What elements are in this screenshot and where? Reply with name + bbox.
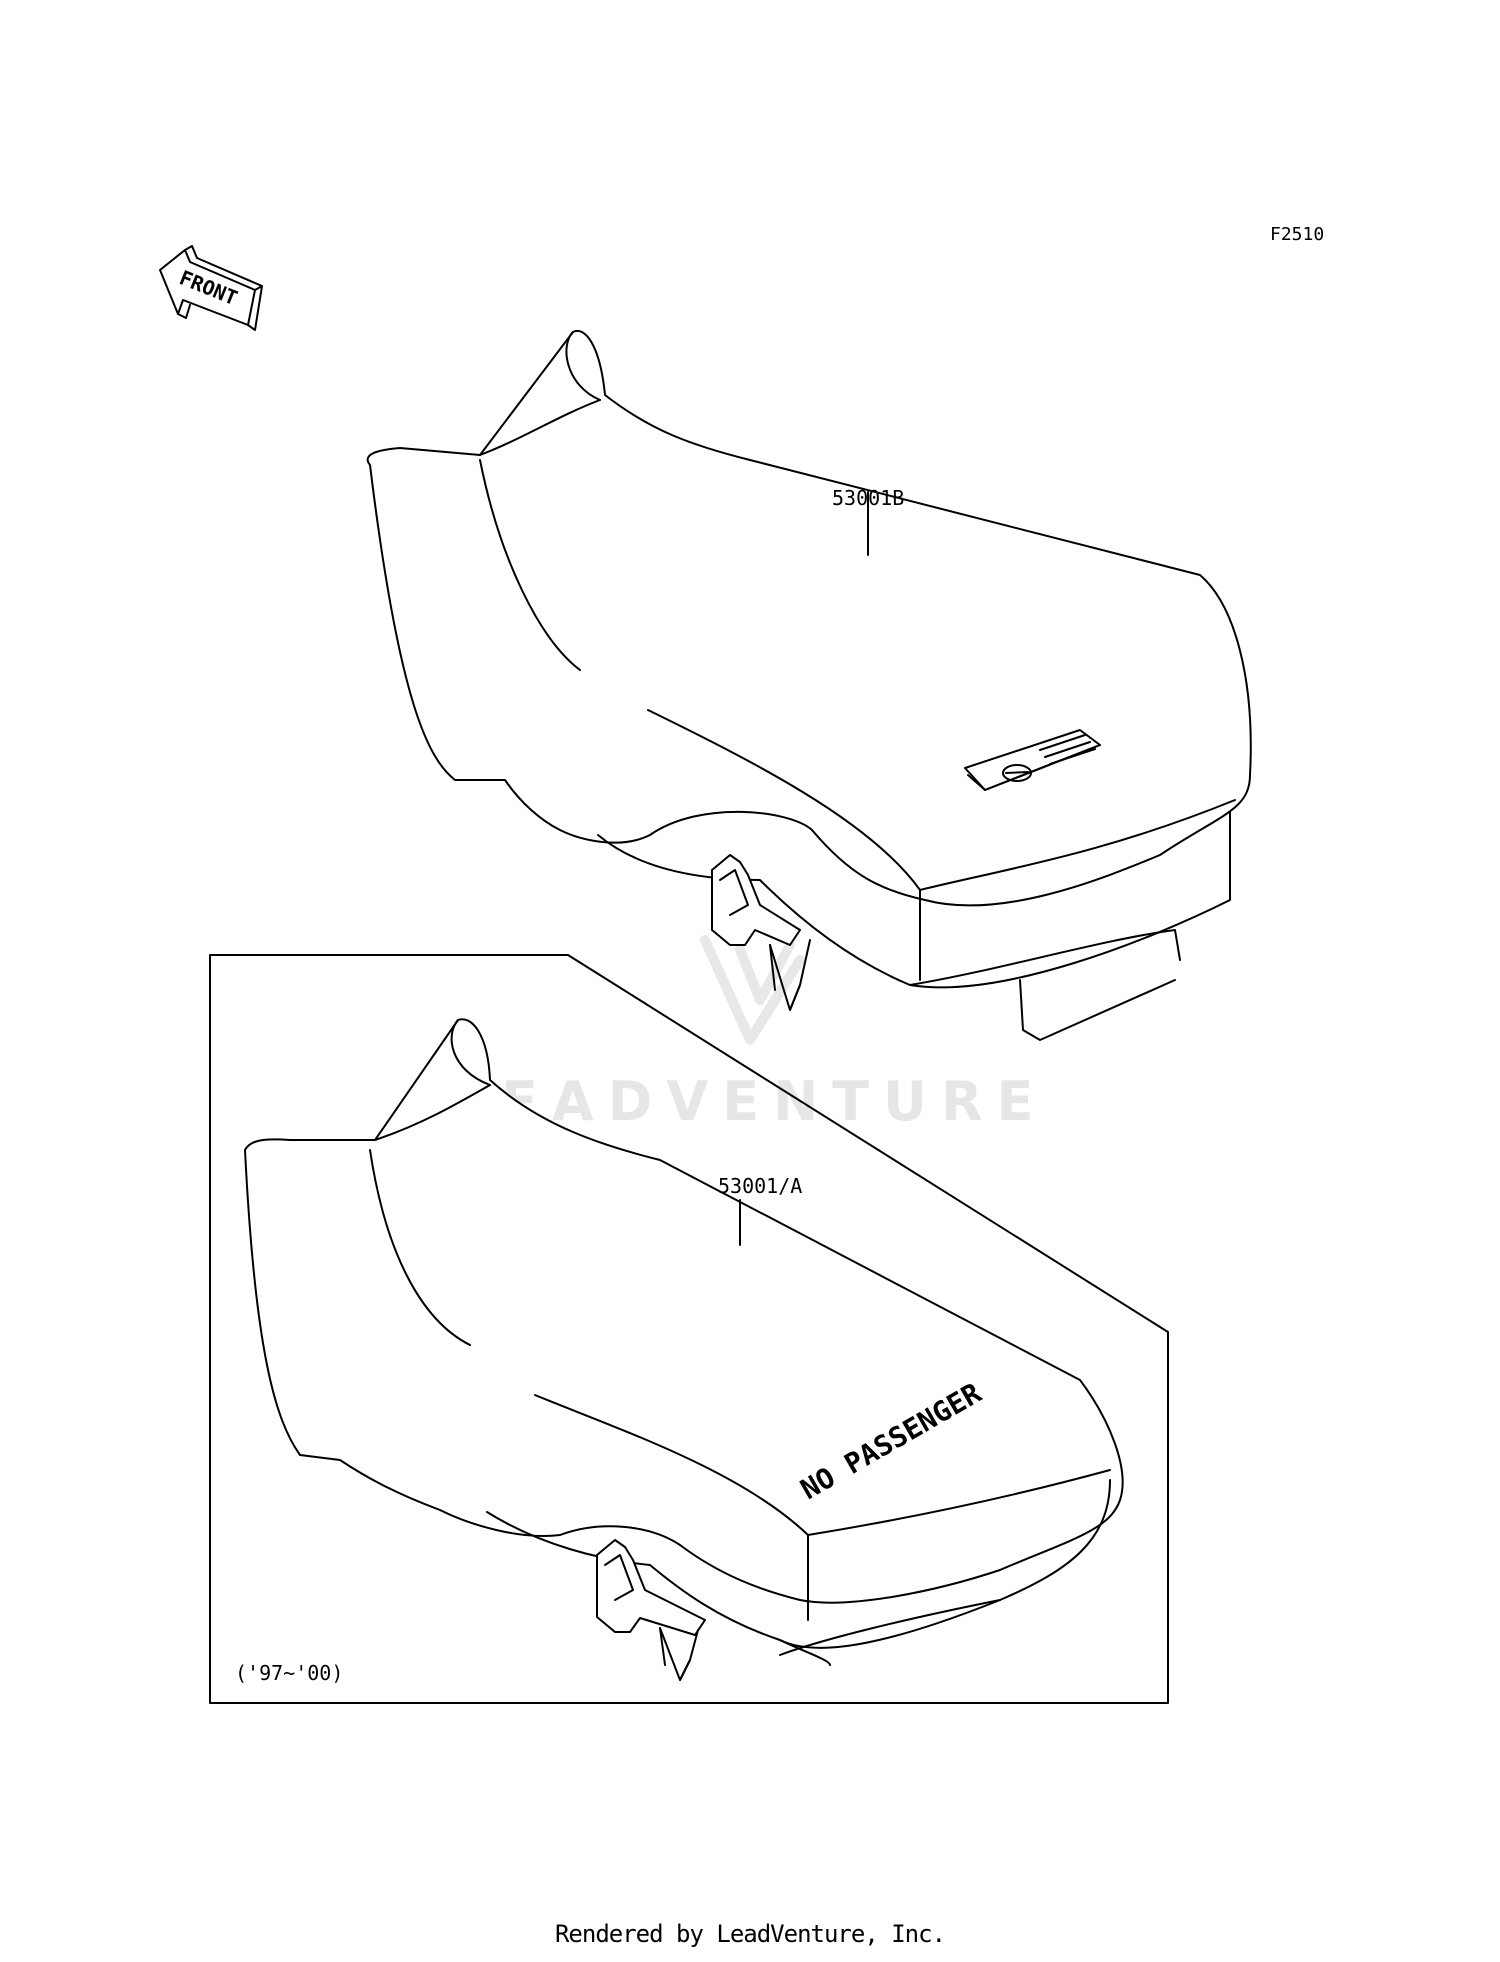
year-variant-box xyxy=(209,954,1169,1704)
seat-53001a: NO PASSENGER 53001/A xyxy=(244,1018,1124,1681)
diagram-code: F2510 xyxy=(1270,224,1324,245)
seat-53001b: 53001B xyxy=(366,329,1252,1041)
seat-latch-hook xyxy=(711,854,811,1011)
footer-credit: Rendered by LeadVenture, Inc. xyxy=(554,1920,946,1948)
year-note: ('97~'00) xyxy=(235,1661,343,1685)
watermark-logo-icon xyxy=(700,935,805,1045)
seat-latch-hook-a xyxy=(596,1539,706,1681)
part-label-53001b: 53001B xyxy=(832,486,904,510)
front-arrow-icon: FRONT xyxy=(159,245,263,331)
part-label-53001a: 53001/A xyxy=(718,1174,802,1198)
seat-lock-icon xyxy=(964,729,1101,791)
